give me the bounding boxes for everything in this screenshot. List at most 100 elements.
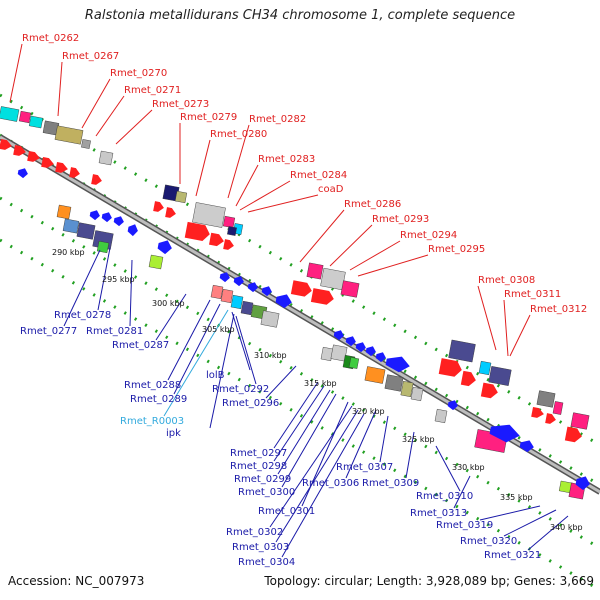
- gene-feature[interactable]: [174, 190, 188, 204]
- gene-feature[interactable]: [28, 115, 44, 129]
- gene-feature[interactable]: [54, 125, 84, 145]
- gene-feature[interactable]: [192, 202, 226, 228]
- gene-label-top[interactable]: Rmet_0312: [530, 304, 587, 315]
- gene-label-bottom[interactable]: Rmet_0301: [258, 506, 315, 517]
- gene-feature[interactable]: [230, 294, 244, 310]
- gene-label-top[interactable]: coaD: [318, 184, 344, 195]
- gene-feature[interactable]: [460, 370, 477, 387]
- gene-label-top[interactable]: Rmet_0279: [180, 112, 237, 123]
- gene-label-bottom[interactable]: Rmet_0289: [130, 394, 187, 405]
- gene-label-bottom[interactable]: Rmet_0281: [86, 326, 143, 337]
- gene-feature[interactable]: [17, 167, 29, 179]
- gene-feature[interactable]: [320, 267, 346, 291]
- gene-feature[interactable]: [261, 285, 273, 297]
- gene-feature[interactable]: [488, 366, 512, 386]
- gene-feature[interactable]: [489, 421, 522, 444]
- gene-label-bottom[interactable]: Rmet_0298: [230, 461, 287, 472]
- gene-feature[interactable]: [348, 357, 360, 369]
- gene-label-bottom[interactable]: ipk: [166, 428, 181, 439]
- gene-feature[interactable]: [536, 390, 556, 408]
- gene-label-top[interactable]: Rmet_0283: [258, 154, 315, 165]
- gene-label-top[interactable]: Rmet_0311: [504, 289, 561, 300]
- gene-label-bottom[interactable]: Rmet_0309: [362, 478, 419, 489]
- gene-feature[interactable]: [375, 351, 387, 363]
- gene-feature[interactable]: [81, 139, 91, 149]
- gene-label-bottom[interactable]: Rmet_0303: [232, 542, 289, 553]
- gene-feature[interactable]: [564, 426, 583, 444]
- gene-feature[interactable]: [69, 167, 81, 179]
- gene-feature[interactable]: [227, 226, 237, 236]
- gene-label-top[interactable]: Rmet_0284: [290, 170, 347, 181]
- gene-feature[interactable]: [552, 401, 564, 415]
- gene-label-bottom[interactable]: Rmet_0319: [436, 520, 493, 531]
- gene-feature[interactable]: [62, 218, 80, 234]
- gene-label-bottom[interactable]: Rmet_0299: [234, 474, 291, 485]
- gene-label-bottom[interactable]: Rmet_R0003: [120, 416, 184, 427]
- gene-feature[interactable]: [438, 358, 464, 378]
- gene-feature[interactable]: [56, 204, 72, 220]
- gene-label-top[interactable]: Rmet_0295: [428, 244, 485, 255]
- gene-feature[interactable]: [355, 341, 367, 353]
- gene-feature[interactable]: [184, 221, 212, 242]
- gene-feature[interactable]: [219, 271, 231, 283]
- gene-label-bottom[interactable]: Rmet_0300: [238, 487, 295, 498]
- gene-feature[interactable]: [27, 150, 41, 163]
- gene-label-top[interactable]: Rmet_0280: [210, 129, 267, 140]
- gene-feature[interactable]: [364, 366, 386, 384]
- gene-feature[interactable]: [240, 300, 254, 316]
- gene-label-bottom[interactable]: Rmet_0310: [416, 491, 473, 502]
- gene-feature[interactable]: [210, 284, 224, 300]
- gene-feature[interactable]: [365, 345, 377, 357]
- gene-feature[interactable]: [96, 240, 110, 254]
- gene-feature[interactable]: [290, 280, 313, 297]
- gene-feature[interactable]: [480, 382, 499, 400]
- gene-feature[interactable]: [434, 408, 448, 424]
- gene-feature[interactable]: [101, 211, 113, 223]
- gene-feature[interactable]: [531, 406, 545, 419]
- gene-feature[interactable]: [76, 222, 96, 240]
- gene-feature[interactable]: [127, 223, 139, 237]
- gene-label-bottom[interactable]: Rmet_0302: [226, 527, 283, 538]
- gene-feature[interactable]: [89, 209, 101, 221]
- gene-feature[interactable]: [209, 232, 225, 247]
- gene-label-top[interactable]: Rmet_0267: [62, 51, 119, 62]
- gene-feature[interactable]: [345, 335, 357, 347]
- gene-feature[interactable]: [330, 344, 348, 362]
- gene-feature[interactable]: [0, 138, 13, 151]
- gene-feature[interactable]: [153, 201, 165, 213]
- gene-feature[interactable]: [165, 207, 177, 219]
- gene-feature[interactable]: [148, 254, 164, 270]
- gene-label-bottom[interactable]: Rmet_0287: [112, 340, 169, 351]
- gene-label-bottom[interactable]: Rmet_0321: [484, 550, 541, 561]
- gene-feature[interactable]: [41, 156, 55, 169]
- gene-label-bottom[interactable]: Rmet_0288: [124, 380, 181, 391]
- gene-feature[interactable]: [0, 106, 20, 122]
- gene-label-bottom[interactable]: Rmet_0296: [222, 398, 279, 409]
- gene-label-bottom[interactable]: Rmet_0320: [460, 536, 517, 547]
- gene-feature[interactable]: [157, 239, 173, 255]
- gene-feature[interactable]: [220, 288, 234, 304]
- gene-label-bottom[interactable]: Rmet_0297: [230, 448, 287, 459]
- gene-feature[interactable]: [98, 150, 114, 166]
- gene-label-bottom[interactable]: Rmet_0307: [336, 462, 393, 473]
- gene-label-bottom[interactable]: Rmet_0313: [410, 508, 467, 519]
- gene-feature[interactable]: [310, 288, 335, 306]
- gene-feature[interactable]: [447, 399, 459, 411]
- gene-feature[interactable]: [575, 475, 591, 491]
- gene-feature[interactable]: [570, 412, 590, 430]
- gene-label-top[interactable]: Rmet_0294: [400, 230, 457, 241]
- gene-label-bottom[interactable]: Rmet_0277: [20, 326, 77, 337]
- gene-feature[interactable]: [340, 280, 360, 298]
- gene-feature[interactable]: [13, 144, 27, 157]
- gene-feature[interactable]: [545, 413, 557, 425]
- gene-feature[interactable]: [260, 310, 280, 328]
- gene-feature[interactable]: [223, 239, 235, 251]
- gene-feature[interactable]: [247, 281, 259, 293]
- gene-label-bottom[interactable]: Rmet_0278: [54, 310, 111, 321]
- gene-feature[interactable]: [385, 354, 412, 374]
- gene-feature[interactable]: [113, 215, 125, 227]
- gene-feature[interactable]: [55, 161, 69, 174]
- gene-feature[interactable]: [222, 215, 236, 229]
- gene-feature[interactable]: [448, 339, 476, 363]
- gene-label-top[interactable]: Rmet_0293: [372, 214, 429, 225]
